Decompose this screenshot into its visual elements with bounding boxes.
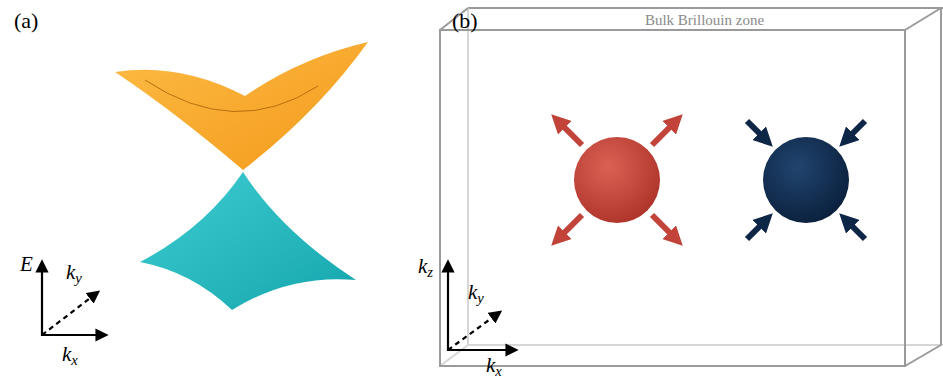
panel-label: (a): [14, 10, 38, 32]
panel-label: (b): [452, 10, 478, 32]
axis-label: ky: [66, 262, 82, 283]
weyl-cone: [115, 42, 368, 310]
cone-rim: [145, 80, 318, 112]
lower-cone: [140, 172, 356, 310]
brillouin-box: [440, 8, 943, 366]
axis-label: kx: [62, 344, 78, 365]
axis-label: kx: [486, 355, 502, 376]
weyl-source: [558, 121, 676, 239]
zone-title: Bulk Brillouin zone: [468, 8, 941, 28]
upper-cone: [115, 42, 368, 170]
axis-label: ky: [468, 282, 484, 303]
brillouin-zone: Bulk Brillouin zone: [468, 8, 941, 345]
axis-label: kz: [418, 256, 433, 277]
weyl-sink: [747, 121, 865, 239]
axis-label: E: [20, 254, 33, 275]
axes-b: [447, 262, 516, 351]
